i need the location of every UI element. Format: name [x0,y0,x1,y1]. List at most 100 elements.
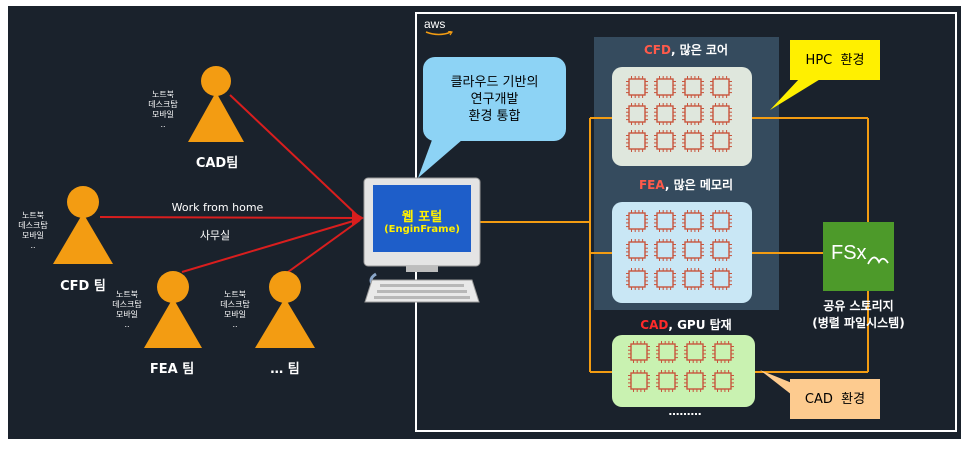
cfd-team-line [99,216,361,219]
cpu-chip-icon [710,268,732,290]
fsx-logo-text: FSx [831,242,867,264]
device-etc: .. [30,241,36,250]
cpu-chip-icon [654,239,676,261]
device-desktop: 데스크탑 [220,300,250,309]
device-mobile: 모바일 [223,310,247,319]
web-portal-title: 웹 포털 [401,210,443,225]
cpu-chip-icon [654,103,676,125]
cad-chips [628,341,734,392]
fea-team-line [181,218,361,273]
cfd-devices-text: 노트북 데스크탑 모바일 .. [8,211,58,251]
device-desktop: 데스크탑 [148,100,178,109]
parallel-filesystem-label: (병렬 파일시스템) [812,316,905,330]
device-mobile: 모바일 [115,310,139,319]
cpu-chip-icon [712,341,734,363]
fea-chips [626,210,732,290]
shared-storage-label: 공유 스토리지 [823,299,894,313]
cpu-chip-icon [712,370,734,392]
device-laptop: 노트북 [151,90,175,99]
cpu-chip-icon [682,76,704,98]
cfd-label-prefix: CFD [643,43,671,57]
device-mobile: 모바일 [21,231,45,240]
cpu-chip-icon [656,370,678,392]
cfd-label-suffix: , 많은 코어 [670,43,729,57]
cad-label-prefix: CAD [640,318,669,332]
fsx-wave-icon [867,256,889,265]
cpu-chip-icon [654,268,676,290]
cpu-chip-icon [684,370,706,392]
device-etc: .. [124,320,130,329]
cpu-chip-icon [626,76,648,98]
cpu-chip-icon [626,239,648,261]
device-etc: .. [232,320,238,329]
cpu-chip-icon [710,130,732,152]
cad-callout-text: CAD 환경 [804,391,866,407]
cad-environment-callout: CAD 환경 [790,379,880,419]
fea-label-prefix: FEA [638,178,665,192]
work-from-home-label: Work from home [171,201,264,214]
other-devices-text: 노트북 데스크탑 모바일 .. [210,290,260,330]
cpu-chip-icon [682,103,704,125]
fea-team-label: FEA 팀 [149,362,195,377]
other-team-person-icon [255,271,315,348]
fea-team-person-icon [144,271,202,348]
callout-line-2: 연구개발 [470,91,519,107]
cpu-chip-icon [626,210,648,232]
callout-line-1: 클라우드 기반의 [450,74,539,90]
cpu-chip-icon [684,341,706,363]
cpu-chip-icon [682,130,704,152]
cpu-chip-icon [626,268,648,290]
aws-smile-icon [425,31,453,36]
aws-logo: aws [424,17,460,39]
cpu-chip-icon [710,76,732,98]
cpu-chip-icon [710,239,732,261]
cad-label-suffix: , GPU 탑재 [668,318,732,332]
cad-cluster-box [612,335,755,407]
cad-devices-text: 노트북 데스크탑 모바일 .. [138,90,188,130]
cloud-callout-tail [418,140,462,178]
device-desktop: 데스크탑 [18,221,48,230]
callout-line-3: 환경 통합 [468,108,521,124]
cpu-chip-icon [626,130,648,152]
device-laptop: 노트북 [21,211,45,220]
cpu-chip-icon [656,341,678,363]
fsx-storage-icon: FSx [823,222,894,291]
office-label: 사무실 [199,229,231,242]
cpu-chip-icon [710,103,732,125]
cpu-chip-icon [710,210,732,232]
computer-icon [363,177,481,303]
device-laptop: 노트북 [115,290,139,299]
cad-team-person-icon [188,66,244,142]
hpc-callout-tail [770,78,822,110]
cpu-chip-icon [628,370,650,392]
other-team-line [287,219,361,273]
cad-cluster-label: CAD, GPU 탑재 [596,316,776,333]
device-laptop: 노트북 [223,290,247,299]
arrow-head [352,211,364,225]
user-connections [99,94,361,273]
cad-callout-tail [760,370,792,395]
cad-team-label: CAD팀 [195,156,239,171]
device-mobile: 모바일 [151,110,175,119]
hpc-environment-callout: HPC 환경 [790,40,880,80]
other-team-label: … 팀 [270,362,300,377]
cfd-team-person-icon [53,186,113,264]
fea-cluster-box [612,202,752,303]
cpu-chip-icon [654,130,676,152]
cloud-rnd-callout: 클라우드 기반의 연구개발 환경 통합 [423,57,566,141]
cad-team-line [229,94,361,219]
cfd-team-label: CFD 팀 [60,279,106,294]
cpu-chip-icon [628,341,650,363]
device-desktop: 데스크탑 [112,300,142,309]
cfd-chips [626,76,732,152]
cfd-cluster-label: CFD, 많은 코어 [596,41,776,58]
fea-devices-text: 노트북 데스크탑 모바일 .. [102,290,152,330]
fea-label-suffix: , 많은 메모리 [664,178,734,192]
cpu-chip-icon [682,268,704,290]
cpu-chip-icon [682,210,704,232]
more-clusters-ellipsis: ……… [668,405,702,418]
fea-cluster-label: FEA, 많은 메모리 [596,176,776,193]
cpu-chip-icon [626,103,648,125]
cpu-chip-icon [654,76,676,98]
